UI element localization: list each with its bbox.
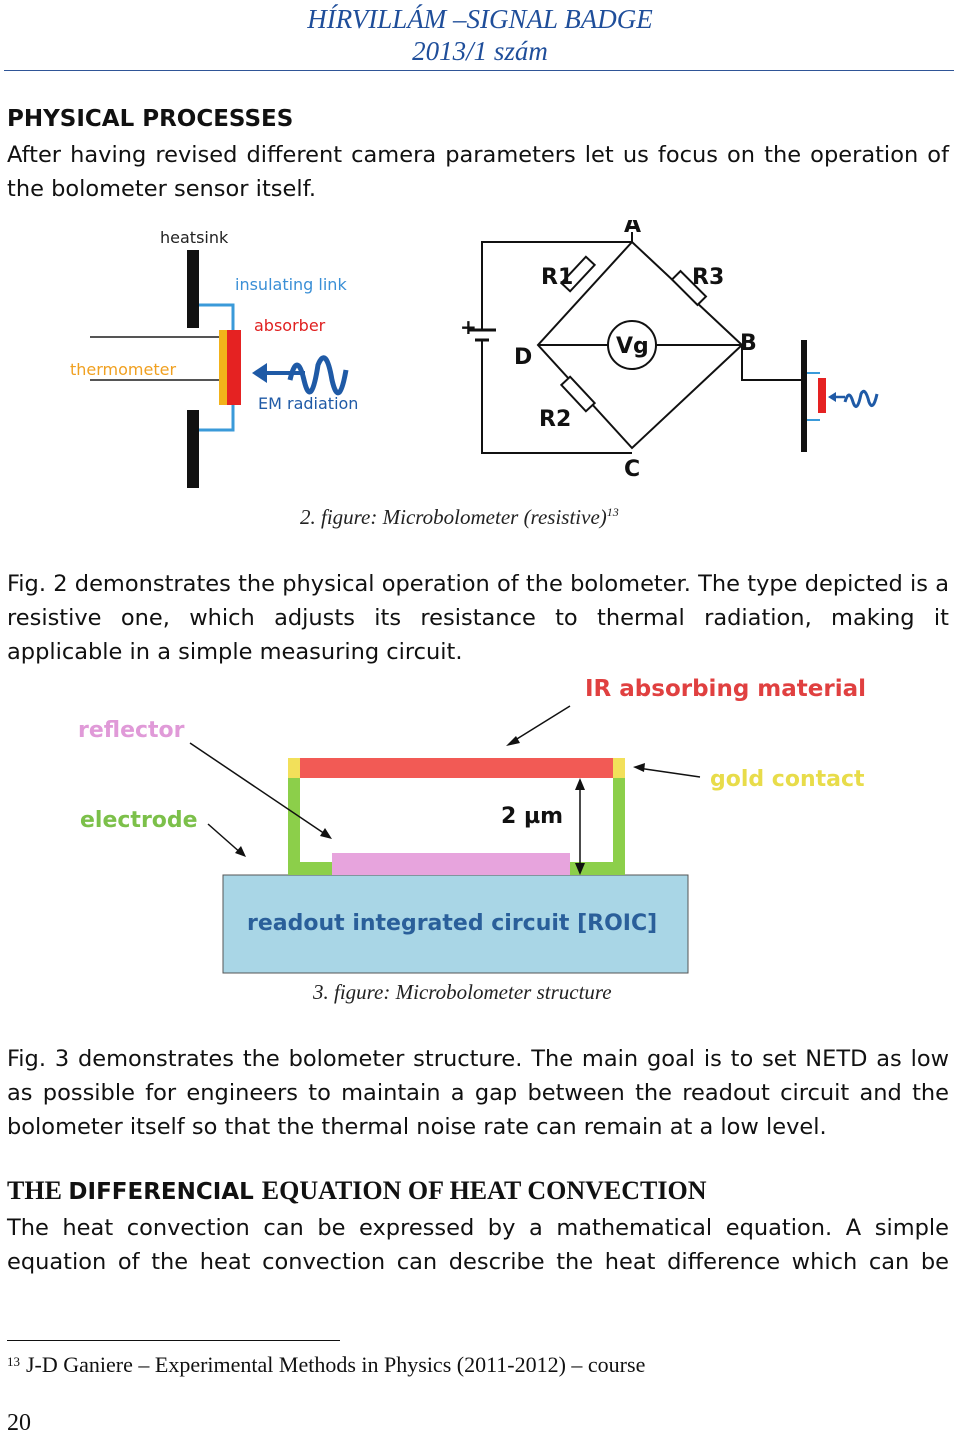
label-gap-2um: 2 µm [501,804,563,829]
page-number: 20 [7,1410,31,1436]
running-header-title: HÍRVILLÁM –SIGNAL BADGE [307,4,653,34]
absorber-strip [227,330,241,405]
node-label-a: A [624,220,641,238]
wheatstone-bridge-circuit [468,232,805,454]
gold-contact-left [288,758,300,778]
intro-paragraph: After having revised different camera pa… [7,142,949,202]
figure-3-caption: 3. figure: Microbolometer structure [313,980,612,1004]
ir-absorbing-layer [300,758,613,778]
voltmeter-label-vg: Vg [616,334,649,359]
resistor-label-r1: R1 [541,265,573,290]
label-roic: readout integrated circuit [ROIC] [247,911,657,936]
node-label-c: C [624,457,640,482]
figure-3-microbolometer-structure: IR absorbing material reflector gold con… [78,676,866,974]
heat-convection-paragraph: The heat convection can be expressed by … [7,1215,949,1275]
heatsink-bar-bottom [187,410,199,488]
battery-plus-sign: + [460,315,477,339]
label-electrode: electrode [80,808,198,833]
node-label-d: D [514,345,532,370]
section-title-heat-convection: THE DIFFERENCIAL EQUATION OF HEAT CONVEC… [7,1176,707,1205]
section-title-physical-processes: PHYSICAL PROCESSES [7,106,294,132]
footnote-ref-13: 13 [606,505,619,519]
label-em-radiation: EM radiation [258,394,358,413]
label-absorber: absorber [254,316,326,335]
paragraph-fig2-description: Fig. 2 demonstrates the physical operati… [7,571,949,665]
resistor-label-r2: R2 [539,407,571,432]
footnote-rule [7,1340,340,1341]
label-insulating-link: insulating link [235,275,347,294]
roic-block [222,874,689,974]
header-rule [4,70,954,71]
running-header-issue: 2013/1 szám [412,36,548,66]
label-ir-absorbing-material: IR absorbing material [585,676,866,702]
label-heatsink: heatsink [160,228,229,247]
reflector-plate [332,853,570,875]
label-reflector: reflector [78,718,185,743]
heatsink-bar-top [187,250,199,328]
figure-2-microbolometer-resistive: heatsink insulating link absorber thermo… [70,220,879,488]
paragraph-fig3-description: Fig. 3 demonstrates the bolometer struct… [7,1046,949,1140]
node-label-b: B [740,331,757,356]
bolometer-schematic: heatsink insulating link absorber thermo… [70,228,358,488]
label-thermometer: thermometer [70,360,176,379]
resistor-label-r3: R3 [692,265,724,290]
bridge-sensor [801,340,879,452]
figure-2-caption: 2. figure: Microbolometer (resistive)13 [300,505,619,529]
thermometer-strip [219,330,227,405]
gold-contact-right [613,758,625,778]
label-gold-contact: gold contact [710,767,865,792]
